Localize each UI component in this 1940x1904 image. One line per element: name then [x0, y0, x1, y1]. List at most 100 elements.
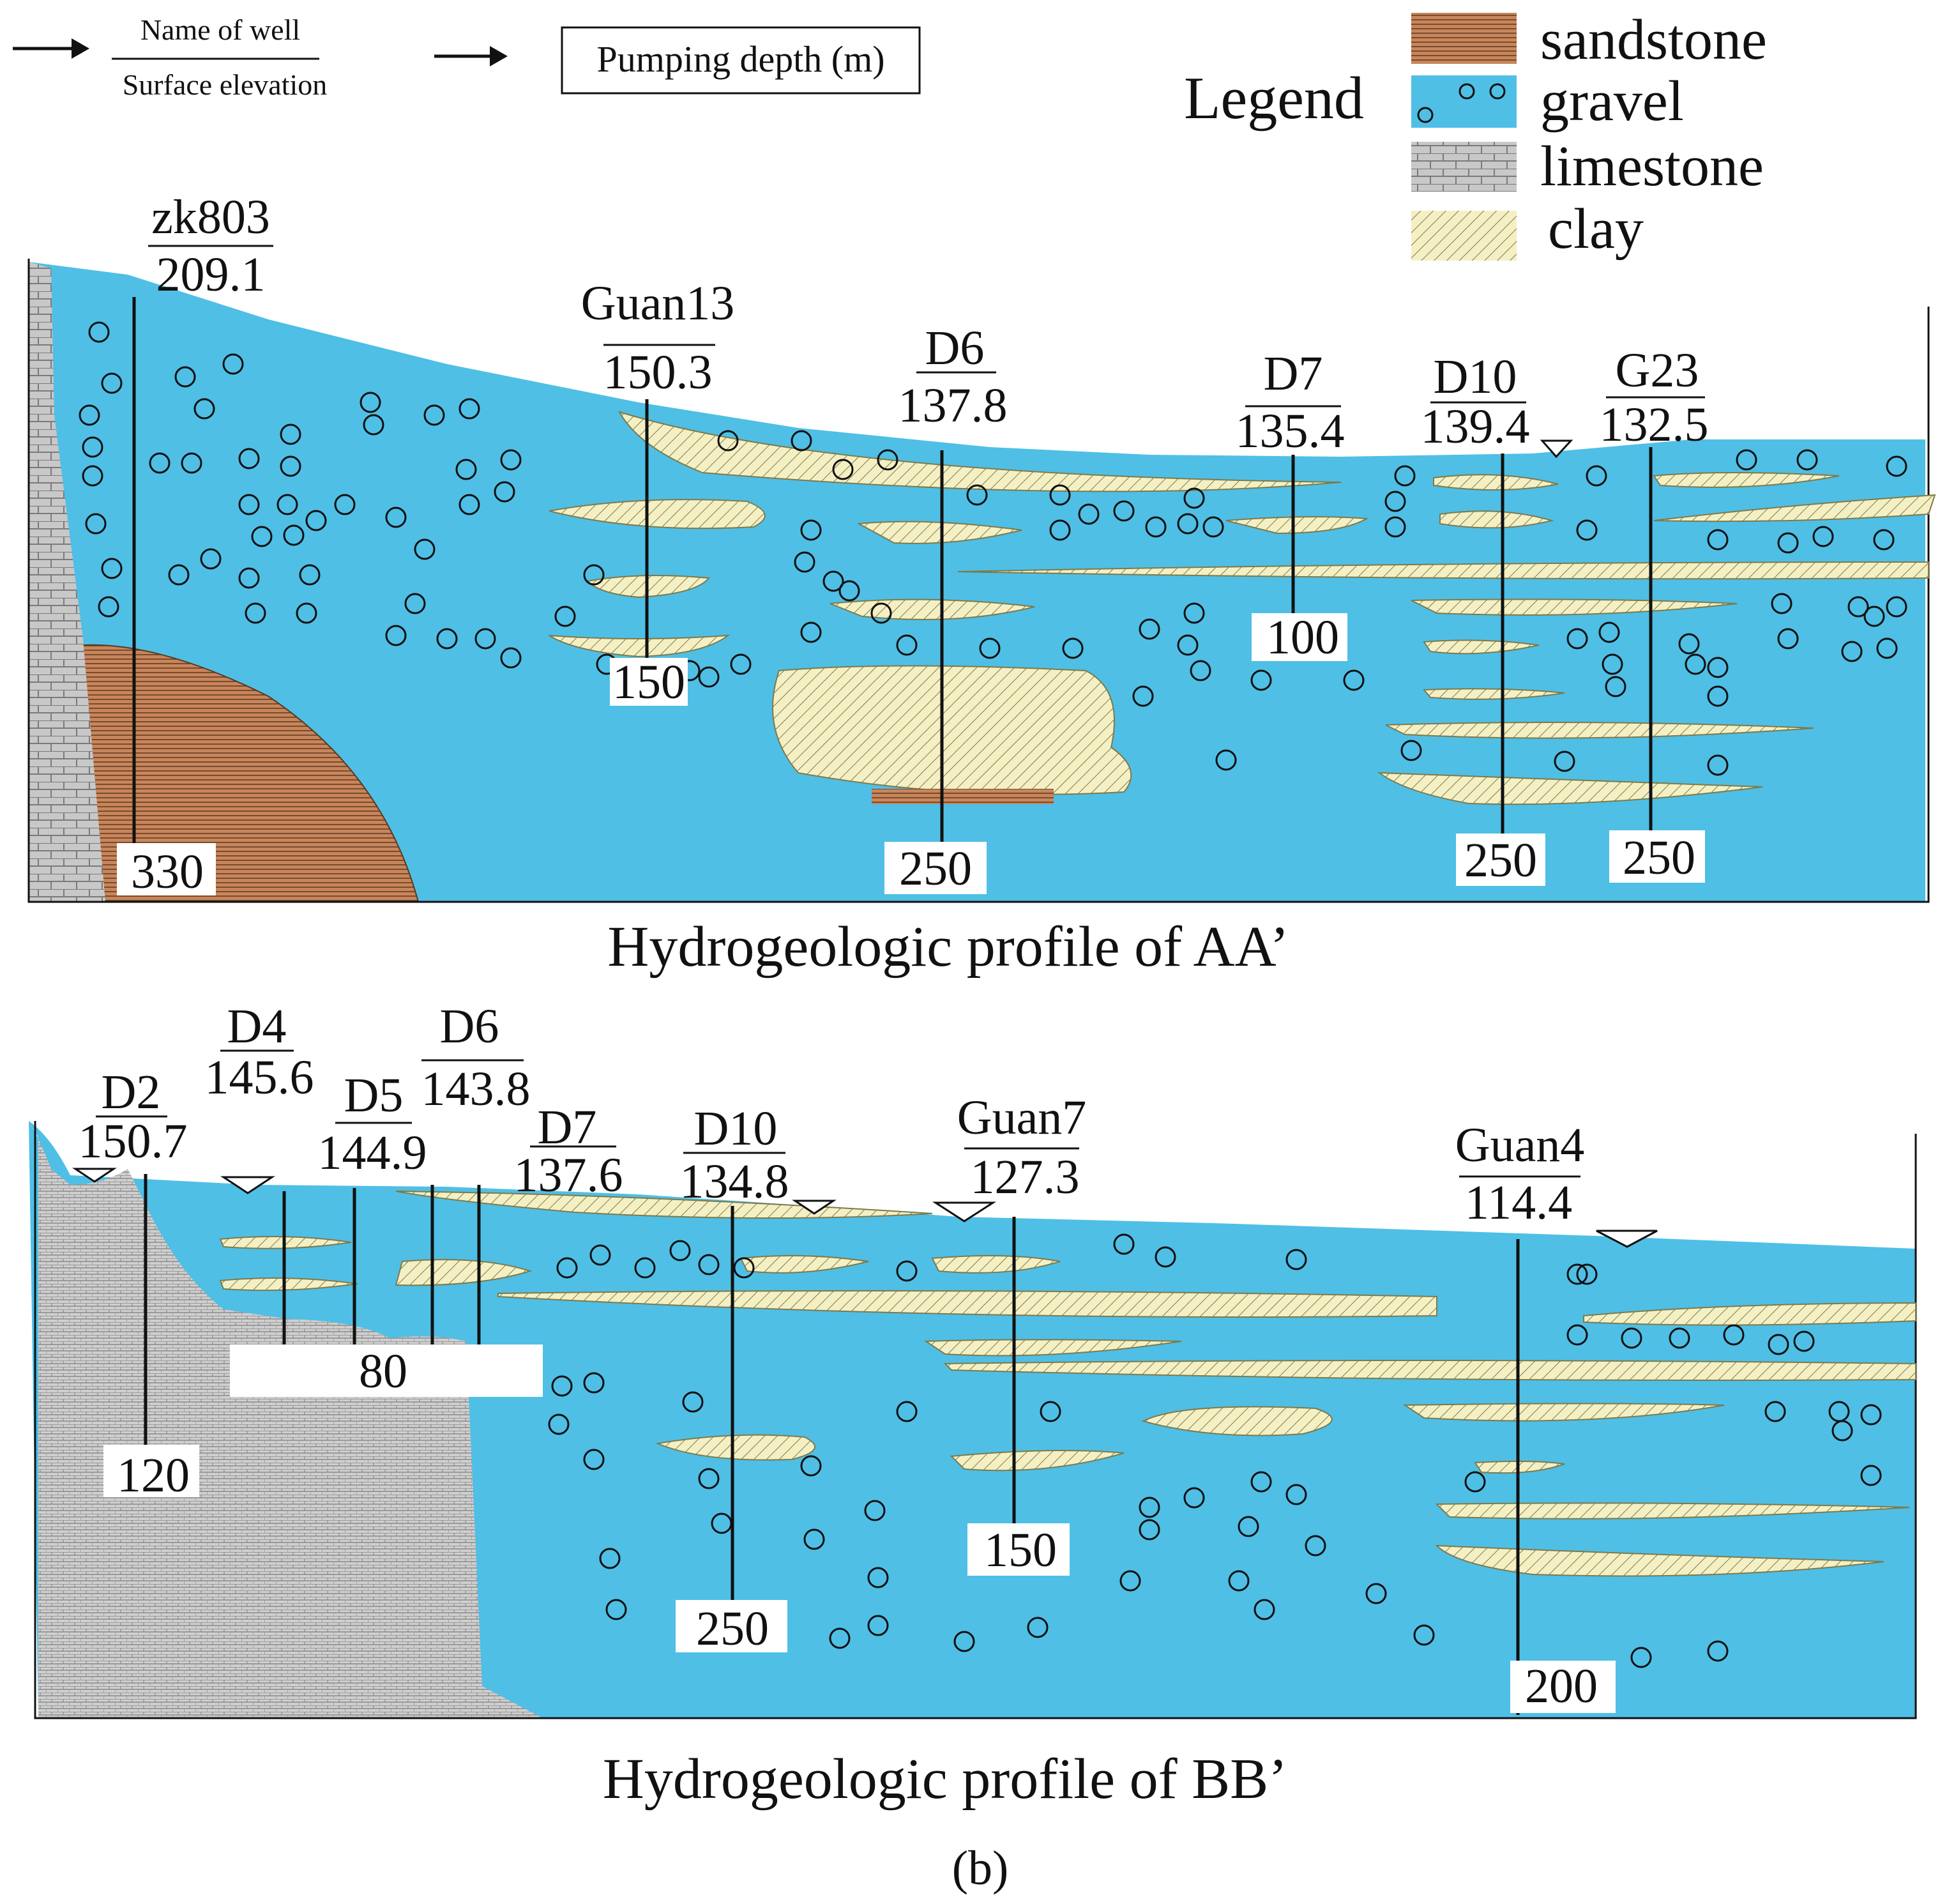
- gravel-pebble: [1183, 1487, 1205, 1509]
- aa-well-zk803: zk803 209.1 330: [117, 190, 273, 899]
- gravel-pebble: [1145, 516, 1167, 538]
- gravel-pebble: [1113, 1233, 1135, 1255]
- gravel-pebble: [803, 1528, 825, 1550]
- legend: Legend sandstone gravel limestone clay: [1184, 8, 1767, 261]
- legend-label-gravel: gravel: [1540, 70, 1684, 133]
- aa-well-d10: D10 139.4 250: [1421, 350, 1545, 887]
- bb-well-d6: D6 143.8: [421, 1000, 531, 1344]
- bb-caption: Hydrogeologic profile of BB’: [603, 1748, 1287, 1811]
- gravel-pebble: [1215, 749, 1237, 771]
- bb-well-guan7: Guan7 127.3 150: [957, 1091, 1087, 1577]
- gravel-pebble: [1254, 1599, 1275, 1620]
- gravel-pebble: [953, 1631, 975, 1652]
- bb-well-d10: D10 134.8 250: [676, 1102, 789, 1656]
- well-name: D4: [227, 1000, 287, 1053]
- aa-clay-lens: [1385, 722, 1814, 739]
- well-name: D7: [538, 1101, 597, 1154]
- aa-clay-lens: [549, 499, 766, 529]
- bb-clay-lens: [395, 1259, 533, 1286]
- gravel-pebble: [174, 366, 196, 388]
- well-depth: 100: [1266, 611, 1339, 664]
- gravel-pebble: [556, 1257, 578, 1279]
- well-elevation: 137.6: [514, 1148, 623, 1202]
- well-depth: 120: [117, 1449, 190, 1502]
- gravel-pebble: [238, 494, 260, 515]
- gravel-pebble: [832, 459, 854, 480]
- bb-clay-lens: [1402, 1403, 1725, 1422]
- bb-gravel-pebbles: [548, 1233, 1882, 1668]
- well-elevation: 143.8: [421, 1062, 531, 1116]
- well-name: G23: [1616, 344, 1699, 397]
- bb-water-table-icon: [932, 1201, 997, 1222]
- gravel-pebble: [1183, 487, 1205, 509]
- gravel-pebble: [1078, 503, 1100, 525]
- gravel-pebble: [1566, 628, 1588, 650]
- gravel-pebble: [682, 1391, 704, 1413]
- bb-clay-lens: [1435, 1502, 1910, 1519]
- gravel-pebble: [79, 404, 100, 426]
- gravel-pebble: [698, 1254, 720, 1276]
- aa-clay-lens: [1423, 639, 1540, 655]
- gravel-pebble: [363, 414, 384, 436]
- gravel-pebble: [1139, 618, 1160, 640]
- aa-clay-block: [772, 665, 1132, 795]
- gravel-pebble: [800, 519, 822, 541]
- well-name: Guan7: [957, 1091, 1087, 1145]
- well-elevation: 150.3: [603, 346, 713, 399]
- aa-well-d6: D6 137.8 250: [884, 321, 1008, 895]
- well-depth: 330: [131, 845, 204, 899]
- gravel-pebble: [1576, 1263, 1598, 1285]
- gravel-pebble: [733, 1257, 755, 1279]
- well-key: Name of well Surface elevation Pumping d…: [13, 13, 921, 101]
- depth-label-box: [1456, 834, 1545, 886]
- aa-water-table-icon: [1540, 439, 1573, 459]
- gravel-pebble: [283, 524, 305, 546]
- well-elevation: 132.5: [1600, 398, 1709, 452]
- gravel-pebble: [82, 436, 103, 458]
- key-pumping-depth: Pumping depth (m): [596, 38, 884, 80]
- gravel-pebble: [494, 481, 515, 503]
- gravel-pebble: [1238, 1516, 1259, 1537]
- gravel-pebble: [245, 602, 266, 624]
- aa-clay-lens: [1653, 472, 1840, 488]
- aa-clay-lens: [618, 411, 1342, 492]
- gravel-pebble: [1768, 1334, 1789, 1355]
- gravel-pebble: [1343, 669, 1365, 691]
- gravel-pebble: [280, 455, 301, 477]
- gravel-pebble: [1062, 637, 1084, 659]
- well-elevation: 150.7: [79, 1115, 188, 1168]
- aa-clay-lens: [1653, 494, 1936, 522]
- gravel-pebble: [1605, 676, 1626, 697]
- gravel-pebble: [1113, 500, 1135, 522]
- gravel-pebble: [1040, 1401, 1061, 1422]
- aa-well-guan13: Guan13 150.3 150: [581, 277, 735, 709]
- well-elevation: 114.4: [1465, 1176, 1572, 1230]
- gravel-pebble: [554, 605, 576, 627]
- bb-well-d7: D7 137.6: [477, 1101, 623, 1344]
- gravel-pebble: [822, 570, 844, 592]
- bb-clay-lens: [739, 1255, 869, 1274]
- gravel-pebble: [423, 404, 445, 426]
- legend-title: Legend: [1184, 65, 1364, 132]
- well-name: D10: [1434, 350, 1517, 404]
- gravel-pebble: [458, 398, 480, 420]
- gravel-pebble: [222, 353, 244, 375]
- gravel-pebble: [1049, 519, 1071, 541]
- depth-label-box: [103, 1445, 199, 1497]
- legend-swatch-gravel: [1411, 75, 1517, 128]
- depth-label-box: [1510, 1661, 1616, 1713]
- profile-bb: D2 150.7 120 D4 145.6 80 D5 144.9 D6 143…: [29, 1000, 1917, 1811]
- gravel-pebble: [1183, 602, 1205, 624]
- gravel-pebble: [360, 392, 381, 413]
- well-elevation: 139.4: [1421, 400, 1530, 453]
- key-arrow2-head: [490, 46, 508, 66]
- gravel-pebble: [1202, 516, 1224, 538]
- gravel-pebble: [1777, 532, 1799, 554]
- gravel-pebble: [238, 448, 260, 469]
- gravel-pebble: [1707, 685, 1729, 707]
- well-elevation: 135.4: [1236, 404, 1345, 458]
- gravel-pebble: [1764, 1401, 1786, 1422]
- gravel-pebble: [1285, 1249, 1307, 1270]
- gravel-pebble: [1250, 1471, 1272, 1493]
- gravel-pebble: [1723, 1324, 1745, 1346]
